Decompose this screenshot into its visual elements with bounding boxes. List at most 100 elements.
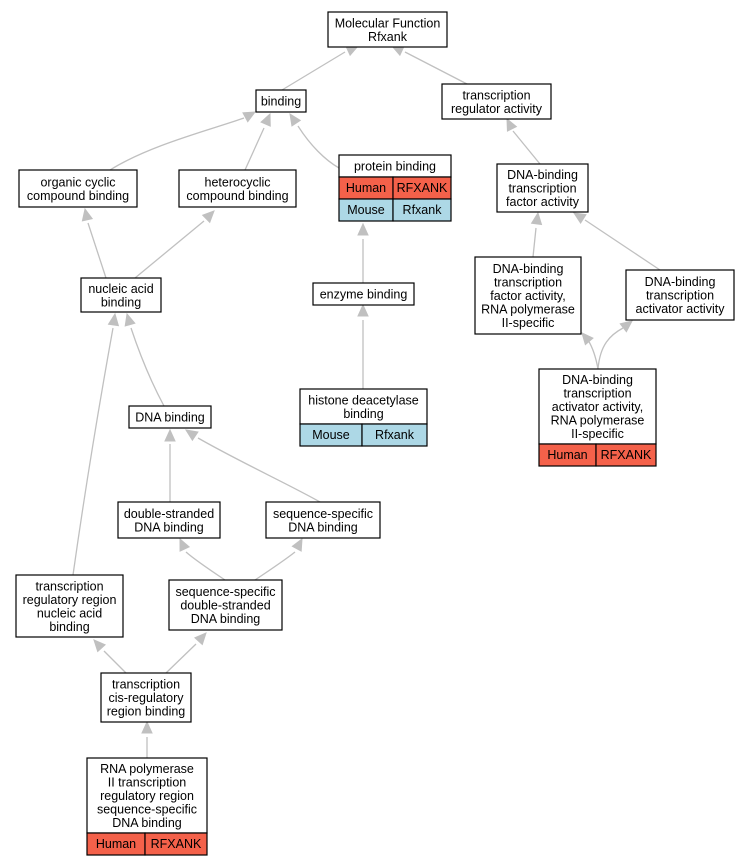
- node-label: II-specific: [502, 316, 555, 330]
- node-label: factor activity,: [490, 289, 565, 303]
- node-label: DNA-binding: [507, 168, 578, 182]
- node-label: Rfxank: [368, 30, 408, 44]
- node-label: regulatory region: [23, 593, 117, 607]
- edge-ssdna-to-dnab: [184, 429, 321, 503]
- node-box: [255, 89, 307, 113]
- human-annotation-label: Human: [96, 837, 136, 851]
- edge-binding-to-root: [281, 45, 360, 91]
- edge-line: [103, 650, 127, 674]
- arrowhead-icon: [141, 720, 153, 734]
- node-box: [168, 579, 283, 631]
- go-node-eb[interactable]: enzyme binding: [312, 282, 415, 306]
- node-label: transcription: [462, 88, 530, 102]
- node-box: [178, 169, 297, 208]
- mouse-annotation-cell: [361, 423, 428, 447]
- node-box: [128, 405, 212, 429]
- node-label: regulatory region: [100, 789, 194, 803]
- edge-line: [109, 117, 245, 171]
- node-label: sequence-specific: [273, 507, 373, 521]
- human-annotation-label: RFXANK: [601, 448, 652, 462]
- node-label: DNA binding: [191, 612, 261, 626]
- node-box: [86, 757, 208, 834]
- node-label: sequence-specific: [175, 585, 275, 599]
- edge-line: [297, 125, 340, 169]
- edge-line: [584, 219, 661, 271]
- node-label: transcription: [508, 182, 576, 196]
- node-label: binding: [49, 620, 89, 634]
- node-box: [80, 277, 162, 313]
- node-box: [117, 501, 221, 539]
- node-label: transcription: [563, 387, 631, 401]
- node-label: cis-regulatory: [108, 691, 184, 705]
- node-label: DNA binding: [112, 816, 182, 830]
- edge-line: [197, 437, 321, 503]
- mouse-annotation-label: Rfxank: [403, 203, 443, 217]
- edge-dnab-to-nab: [124, 312, 165, 407]
- go-node-dnab[interactable]: DNA binding: [128, 405, 212, 429]
- edge-ssds-to-dsdna: [179, 537, 226, 581]
- edge-tcrb-to-trrnab: [93, 639, 127, 674]
- human-annotation-cell: [144, 832, 208, 856]
- node-label: nucleic acid: [37, 606, 102, 620]
- node-box: [100, 672, 192, 723]
- node-box: [474, 256, 582, 335]
- node-label: transcription: [494, 276, 562, 290]
- edge-line: [165, 643, 197, 674]
- mouse-annotation-cell: [392, 198, 452, 222]
- node-label: protein binding: [354, 160, 436, 174]
- edge-actrna-to-rnapol: [581, 332, 599, 370]
- arrowhead-icon: [572, 212, 587, 225]
- node-box: [327, 11, 448, 48]
- node-label: organic cyclic: [40, 175, 115, 189]
- edge-line: [185, 551, 226, 581]
- arrowhead-icon: [201, 210, 215, 224]
- node-label: binding: [261, 95, 301, 109]
- arrowhead-icon: [357, 303, 369, 317]
- node-label: histone deacetylase: [308, 393, 419, 407]
- edge-dsdna-to-dnab: [164, 428, 176, 502]
- edge-line: [72, 327, 114, 576]
- arrowhead-icon: [260, 112, 271, 127]
- arrowhead-icon: [289, 112, 302, 127]
- edge-line: [587, 339, 599, 370]
- edge-line: [404, 51, 468, 85]
- edge-rnaii-to-tcrb: [141, 720, 153, 758]
- node-label: DNA binding: [288, 520, 358, 534]
- node-label: regulator activity: [451, 102, 543, 116]
- human-annotation-label: Human: [547, 448, 587, 462]
- go-node-binding[interactable]: binding: [255, 89, 307, 113]
- edge-line: [281, 51, 346, 91]
- node-label: double-stranded: [124, 507, 214, 521]
- node-label: compound binding: [27, 189, 129, 203]
- mouse-annotation-label: Mouse: [347, 203, 385, 217]
- node-label: RNA polymerase: [551, 414, 645, 428]
- node-label: transcription: [646, 289, 714, 303]
- node-box: [625, 269, 735, 321]
- arrowhead-icon: [179, 537, 191, 552]
- node-label: transcription: [112, 678, 180, 692]
- mouse-annotation-label: Rfxank: [375, 428, 415, 442]
- arrowhead-icon: [81, 207, 94, 222]
- node-box: [299, 388, 428, 425]
- edge-actrna-to-act: [597, 320, 633, 370]
